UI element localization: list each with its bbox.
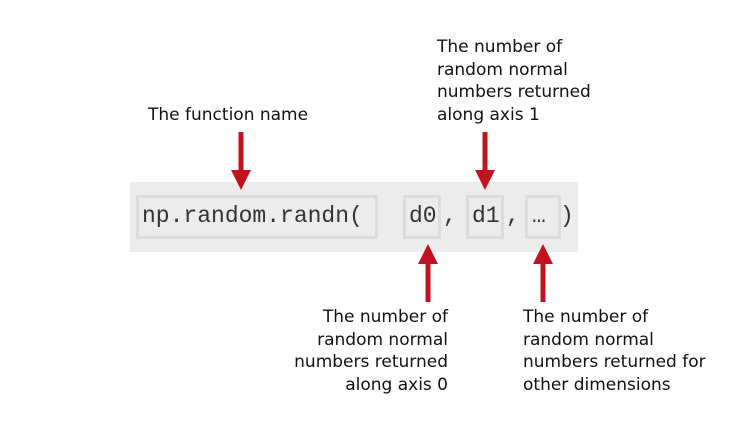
code-close-paren: ) <box>560 203 574 229</box>
code-arg-d0: d0 <box>409 203 437 229</box>
label-other-dimensions-line: other dimensions <box>523 374 671 395</box>
code-separator-2: , <box>506 203 520 229</box>
label-d1-line: The number of <box>437 37 563 57</box>
label-other-dimensions-line: numbers returned for <box>523 352 706 372</box>
label-d1-line: random normal <box>437 59 568 80</box>
function-name-box <box>136 195 378 239</box>
code-arg-d1: d1 <box>472 203 500 229</box>
label-d1-line: numbers returned <box>437 82 591 102</box>
code-separator-1: , <box>443 203 457 229</box>
arrow-d1 <box>475 132 495 190</box>
label-other-dimensions-line: The number of <box>523 307 649 327</box>
arrow-d0 <box>418 244 438 302</box>
code-function-name: np.random.randn( <box>142 203 363 229</box>
label-d0-line: along axis 0 <box>345 374 448 395</box>
arrow-ellipsis-head <box>533 244 553 264</box>
d0-box <box>403 195 441 239</box>
arrow-ellipsis <box>533 244 553 302</box>
label-d0-line: numbers returned <box>294 352 448 372</box>
arrow-function-name <box>231 132 251 190</box>
label-other-dimensions: The number of random normal numbers retu… <box>523 306 706 396</box>
arrow-d1-head <box>475 170 495 190</box>
label-d0: The number of random normal numbers retu… <box>294 306 448 396</box>
label-d0-line: The number of <box>322 307 448 327</box>
label-function-name-line: The function name <box>148 105 309 125</box>
label-d0-line: random normal <box>317 329 448 350</box>
d1-box <box>466 195 504 239</box>
label-function-name: The function name <box>148 104 308 127</box>
label-d1-line: along axis 1 <box>437 104 540 125</box>
arrow-d0-head <box>418 244 438 264</box>
code-arg-ellipsis: … <box>532 203 546 229</box>
arrow-function-name-head <box>231 170 251 190</box>
label-d1: The number of random normal numbers retu… <box>437 36 591 126</box>
ellipsis-box <box>525 195 561 239</box>
label-other-dimensions-line: random normal <box>523 329 654 350</box>
